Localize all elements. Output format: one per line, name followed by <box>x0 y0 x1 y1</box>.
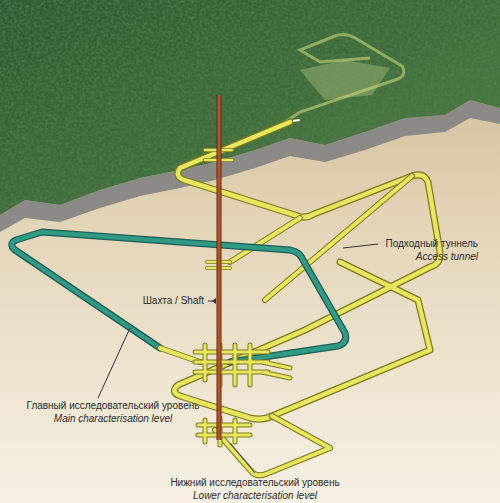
main-level-label-en: Main characterisation level <box>54 413 172 425</box>
main-level-label-ru: Главный исследовательский уровень <box>27 400 200 412</box>
lower-level-label-en: Lower characterisation level <box>193 490 317 502</box>
tunnel-label-en: Access tunnel <box>416 251 478 263</box>
lower-level-label-ru: Нижний исследовательский уровень <box>170 477 339 489</box>
tunnel-label-ru: Подходный туннель <box>385 238 478 250</box>
shaft-label: Шахта / Shaft <box>143 295 204 307</box>
